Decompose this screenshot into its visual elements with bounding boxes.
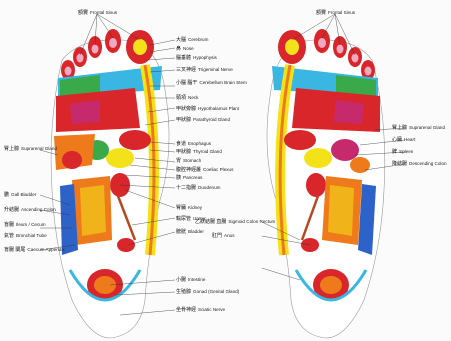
right-foot xyxy=(267,29,385,338)
left-foot xyxy=(51,29,169,338)
